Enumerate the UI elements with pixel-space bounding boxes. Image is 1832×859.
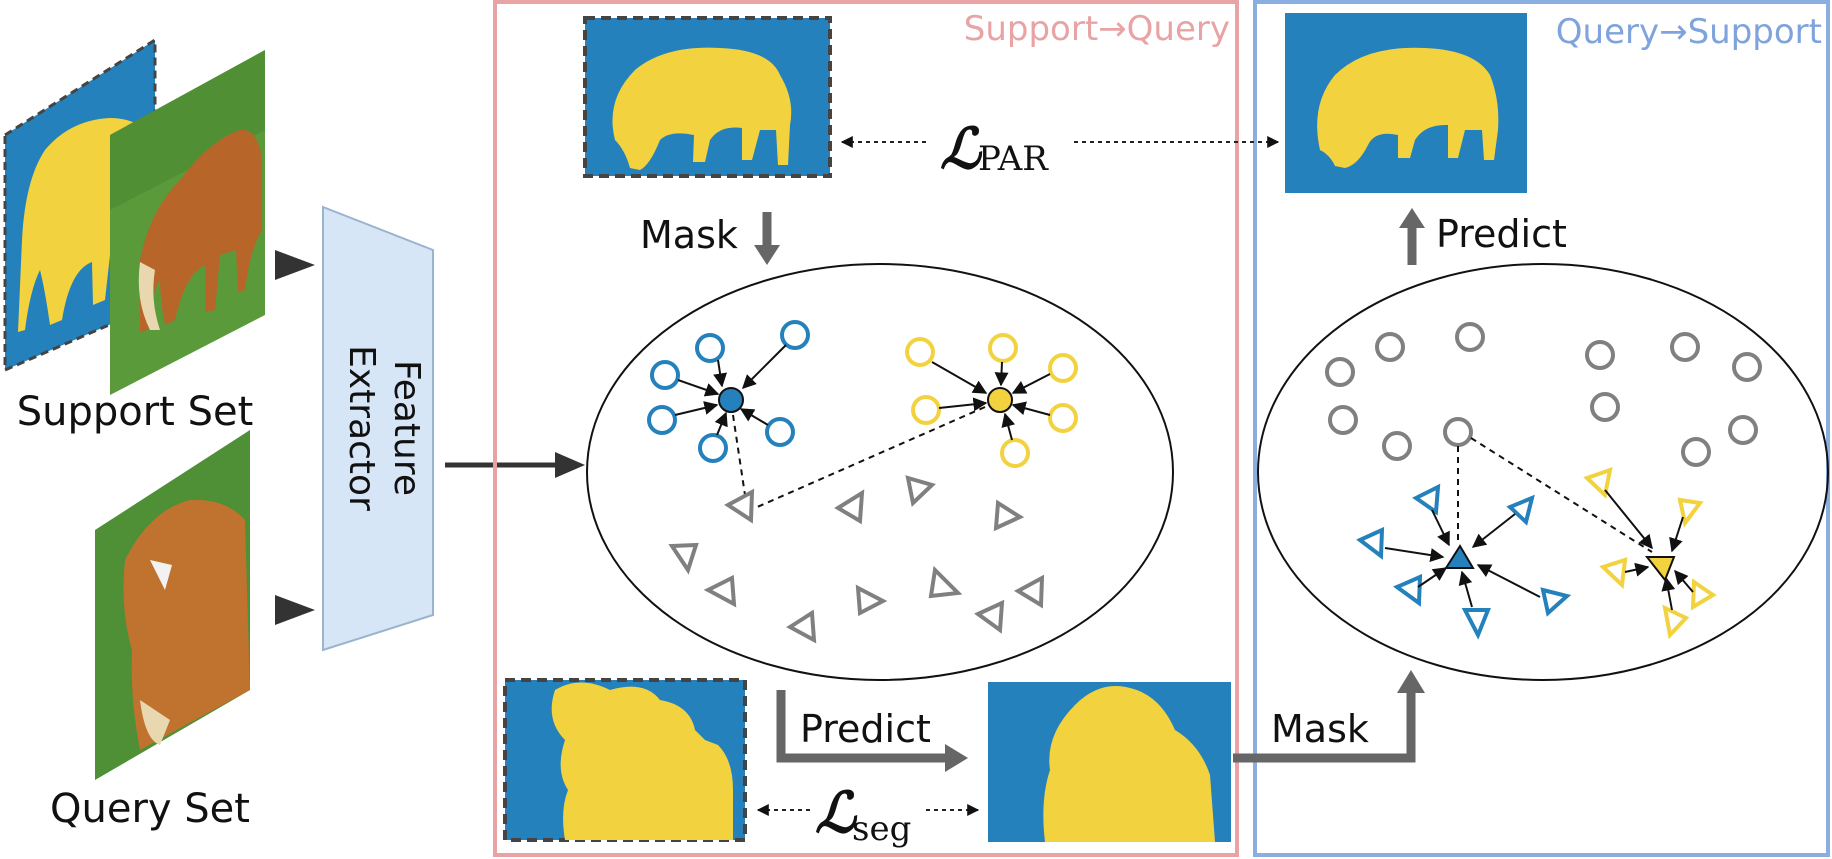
query-support-embedding-space (1257, 263, 1829, 681)
foreground-prototype-triangle (1644, 556, 1676, 582)
foreground-triangle-cluster (1583, 466, 1717, 640)
background-prototype-triangle (1444, 544, 1475, 569)
foreground-prototype (987, 387, 1013, 413)
query-set-images: Query Set (50, 430, 250, 832)
query-to-support-title: Query→Support (1556, 12, 1822, 52)
loss-par-subscript: PAR (978, 139, 1049, 179)
predict-bottom-label: Predict (800, 707, 931, 751)
mask-top-arrow (754, 212, 780, 265)
background-prototype-cluster (647, 320, 810, 463)
query-set-label: Query Set (50, 786, 250, 832)
support-feature-circles (1325, 322, 1762, 467)
support-gt-mask (583, 16, 832, 178)
mask-bottom-arrow (1233, 670, 1425, 763)
predict-top-label: Predict (1436, 212, 1567, 256)
loss-par-symbol: ℒ (940, 116, 983, 182)
query-gt-mask (503, 678, 747, 842)
predict-top-arrow (1399, 208, 1425, 265)
support-to-query-title: Support→Query (964, 9, 1230, 49)
support-photo (110, 50, 265, 395)
support-to-query-frame (493, 0, 1239, 857)
support-query-embedding-space (586, 263, 1174, 681)
feature-extractor-label-line2: Extractor (341, 345, 382, 511)
feature-extractor-label-line1: Feature (386, 360, 427, 496)
loss-seg-symbol: ℒ (815, 780, 858, 846)
background-triangle-cluster (1356, 483, 1572, 640)
loss-seg-subscript: seg (852, 809, 911, 849)
query-predicted-mask (988, 682, 1231, 842)
background-prototype (718, 387, 744, 413)
support-input-arrow (275, 250, 315, 280)
mask-bottom-label: Mask (1271, 707, 1369, 751)
query-to-bg-dashed (732, 414, 746, 496)
support-to-fg-dashed (1470, 437, 1653, 553)
query-input-arrow (275, 595, 315, 625)
query-to-fg-dashed (754, 406, 986, 509)
support-set-label: Support Set (17, 389, 254, 435)
loss-par: ℒ PAR (840, 110, 1280, 182)
mask-top-label: Mask (640, 213, 738, 257)
query-to-support-frame (1253, 0, 1830, 857)
query-feature-triangles (668, 475, 1045, 644)
support-predicted-mask (1285, 13, 1527, 193)
foreground-prototype-cluster (905, 333, 1078, 468)
loss-seg: ℒ seg (756, 778, 980, 849)
feature-to-embedding-arrow (445, 452, 585, 478)
feature-extractor: Feature Extractor (322, 205, 434, 652)
predict-bottom-arrow (776, 690, 968, 772)
support-set-images: Support Set (3, 37, 265, 435)
